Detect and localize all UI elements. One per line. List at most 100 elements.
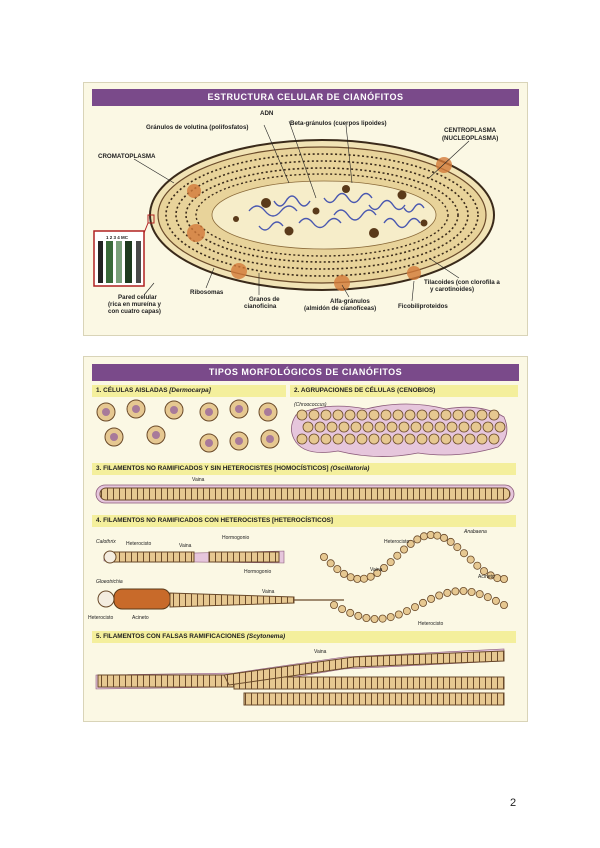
anabaena-cell xyxy=(433,531,442,540)
colony-cell xyxy=(314,421,326,433)
colony-cell xyxy=(380,433,392,445)
anabaena-filament xyxy=(319,530,508,623)
anabaena-cell xyxy=(486,571,495,580)
alpha-granules xyxy=(187,157,452,291)
anabaena-cell xyxy=(399,545,408,554)
label-pared-2: (rica en mureína y xyxy=(108,301,161,308)
anabaena-cell xyxy=(338,605,347,614)
label-ribosomas: Ribosomas xyxy=(190,289,224,296)
cell-diagram xyxy=(93,120,495,302)
anabaena-cell xyxy=(353,574,362,583)
anabaena-cell xyxy=(413,535,422,544)
label-tilacoides: Tilacoides (con clorofila a xyxy=(424,279,500,286)
anabaena-cell xyxy=(394,610,403,619)
anabaena-cell xyxy=(346,573,355,582)
label-pared-3: con cuatro capas) xyxy=(108,308,161,315)
colony-cell xyxy=(302,421,314,433)
section-3-genus: (Oscillatoria) xyxy=(330,465,370,472)
label-vaina-5: Vaina xyxy=(314,649,327,655)
colony-cell xyxy=(374,421,386,433)
anabaena-cell xyxy=(473,561,482,570)
calothrix-filament xyxy=(103,550,285,564)
colony-cell xyxy=(404,433,416,445)
colony-cell xyxy=(452,409,464,421)
label-almidon: (almidón de cianofíceas) xyxy=(304,305,377,312)
page-number: 2 xyxy=(510,797,517,809)
anabaena-cell xyxy=(362,613,371,622)
colony-cell xyxy=(452,433,464,445)
colony-cell xyxy=(416,409,428,421)
isolated-cells xyxy=(96,399,280,453)
colony-cell xyxy=(440,409,452,421)
anabaena-cell xyxy=(386,613,395,622)
label-gloeotrichia: Gloeotrichia xyxy=(96,579,123,585)
colony-cell xyxy=(344,433,356,445)
cell-colony xyxy=(291,403,508,457)
anabaena-cell xyxy=(466,555,475,564)
colony-cell xyxy=(332,433,344,445)
colony-cell xyxy=(410,421,422,433)
anabaena-cell xyxy=(451,587,460,596)
anabaena-cell xyxy=(499,600,508,609)
leader-lines xyxy=(133,120,470,302)
label-heterocisto-4: Heterocisto xyxy=(418,621,444,627)
anabaena-cell xyxy=(418,598,427,607)
anabaena-cell xyxy=(346,608,355,617)
anabaena-cell xyxy=(435,591,444,600)
colony-cell xyxy=(434,421,446,433)
volutin-granules xyxy=(233,185,428,238)
colony-cell xyxy=(416,433,428,445)
label-calothrix: Calothrix xyxy=(96,539,116,545)
anabaena-cell xyxy=(410,603,419,612)
label-ficobiliproteidos: Ficobiliproteidos xyxy=(398,303,448,310)
section-4-title: 4. FILAMENTOS NO RAMIFICADOS CON HETEROC… xyxy=(96,517,334,524)
anabaena-cell xyxy=(479,567,488,576)
colony-cell xyxy=(458,421,470,433)
anabaena-cell xyxy=(483,593,492,602)
anabaena-cell xyxy=(467,587,476,596)
colony-cell xyxy=(476,409,488,421)
colony-cell xyxy=(488,433,500,445)
colony-cell xyxy=(488,409,500,421)
colony-cell xyxy=(326,421,338,433)
colony-cell xyxy=(308,409,320,421)
morphology-illustrations xyxy=(95,399,515,706)
colony-cell xyxy=(344,409,356,421)
anabaena-cell xyxy=(406,539,415,548)
label-cianoficina: cianoficina xyxy=(244,303,277,310)
colony-cell xyxy=(422,421,434,433)
anabaena-cell xyxy=(475,590,484,599)
colony-cell xyxy=(392,409,404,421)
colony-cell xyxy=(428,409,440,421)
label-volutin: Gránulos de volutina (polifosfatos) xyxy=(146,124,249,131)
oscillatoria-filament xyxy=(95,484,515,504)
colony-cell xyxy=(482,421,494,433)
colony-cell xyxy=(338,421,350,433)
label-alfa-granulos: Alfa-gránulos xyxy=(330,298,370,305)
anabaena-cell xyxy=(366,572,375,581)
anabaena-cell xyxy=(491,596,500,605)
colony-cell xyxy=(476,433,488,445)
label-anabaena: Anabaena xyxy=(464,529,487,535)
label-nucleoplasma: (NUCLEOPLASMA) xyxy=(442,135,499,142)
label-acineto-2: Acineto xyxy=(478,574,495,580)
anabaena-cell xyxy=(443,588,452,597)
colony-cell xyxy=(356,433,368,445)
slide-title: TIPOS MORFOLÓGICOS DE CIANÓFITOS xyxy=(92,364,519,381)
label-heterocisto-3: Heterocisto xyxy=(384,539,410,545)
label-hormogonio-2: Hormogonio xyxy=(244,569,272,575)
anabaena-cell xyxy=(373,568,382,577)
colony-cell xyxy=(470,421,482,433)
label-granos: Granos de xyxy=(249,296,280,303)
label-centroplasma: CENTROPLASMA xyxy=(444,127,497,134)
colony-cell xyxy=(368,409,380,421)
wall-layers-inset xyxy=(93,214,155,287)
anabaena-cell xyxy=(379,563,388,572)
anabaena-cell xyxy=(402,607,411,616)
anabaena-cell xyxy=(499,574,508,583)
anabaena-cell xyxy=(354,611,363,620)
anabaena-cell xyxy=(459,549,468,558)
label-vaina-anab: Vaina xyxy=(370,567,383,573)
anabaena-cell xyxy=(446,537,455,546)
section-1-genus: [Dermocarpa] xyxy=(169,387,211,394)
